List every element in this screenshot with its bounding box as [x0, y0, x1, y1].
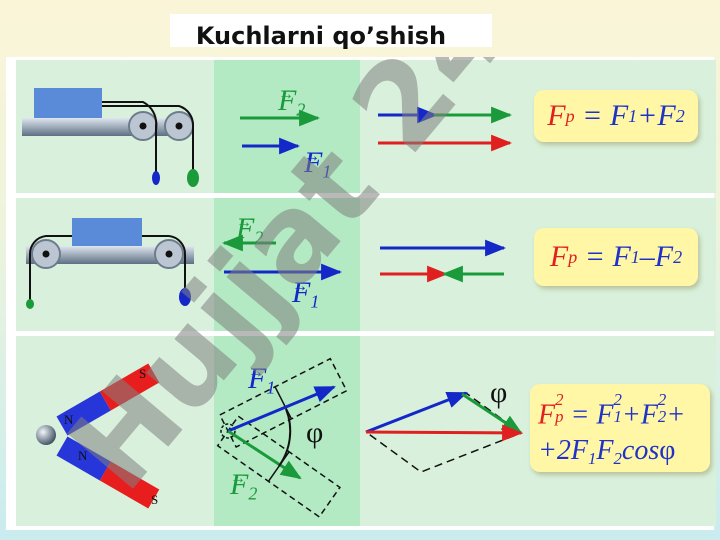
pulley-setup-same-direction	[22, 88, 513, 187]
sum-result	[365, 424, 524, 442]
angle-arc	[278, 408, 292, 467]
label-f2: →F2	[236, 212, 264, 248]
pulley-setup-opposite-direction	[26, 218, 507, 309]
table-surface	[26, 246, 194, 264]
pole-n-lower: N	[78, 448, 88, 463]
pole-s-lower: S	[151, 492, 158, 507]
weight-blue	[152, 171, 160, 185]
vector-f2	[227, 429, 302, 480]
label-f1: →F1	[292, 276, 320, 312]
magnet-lower	[56, 436, 160, 509]
weight-green	[187, 169, 199, 187]
magnet-setup-angle: S N N S	[36, 357, 524, 518]
page-title: Kuchlarni qo’shish	[170, 14, 492, 50]
pole-s-upper: S	[139, 366, 146, 381]
block	[72, 218, 142, 246]
label-f2: →F2	[230, 468, 258, 504]
weight-blue	[179, 288, 191, 306]
vector-f1	[227, 385, 336, 433]
label-f1: →F1	[248, 362, 276, 398]
label-phi-vectors: φ	[306, 416, 324, 449]
label-f1: →F1	[304, 146, 332, 182]
f1-magnet-outline	[218, 357, 348, 449]
weight-green	[26, 299, 34, 309]
row-angle-forces: S N N S →F1 →F	[16, 336, 716, 526]
table-surface	[22, 118, 182, 136]
sum-f1	[365, 391, 468, 434]
pole-n-upper: N	[64, 412, 74, 427]
label-phi-parallelogram: φ	[490, 376, 508, 409]
block	[34, 88, 102, 118]
label-f2: →F2	[278, 84, 306, 120]
steel-ball	[36, 425, 56, 445]
magnet-upper	[56, 363, 160, 436]
